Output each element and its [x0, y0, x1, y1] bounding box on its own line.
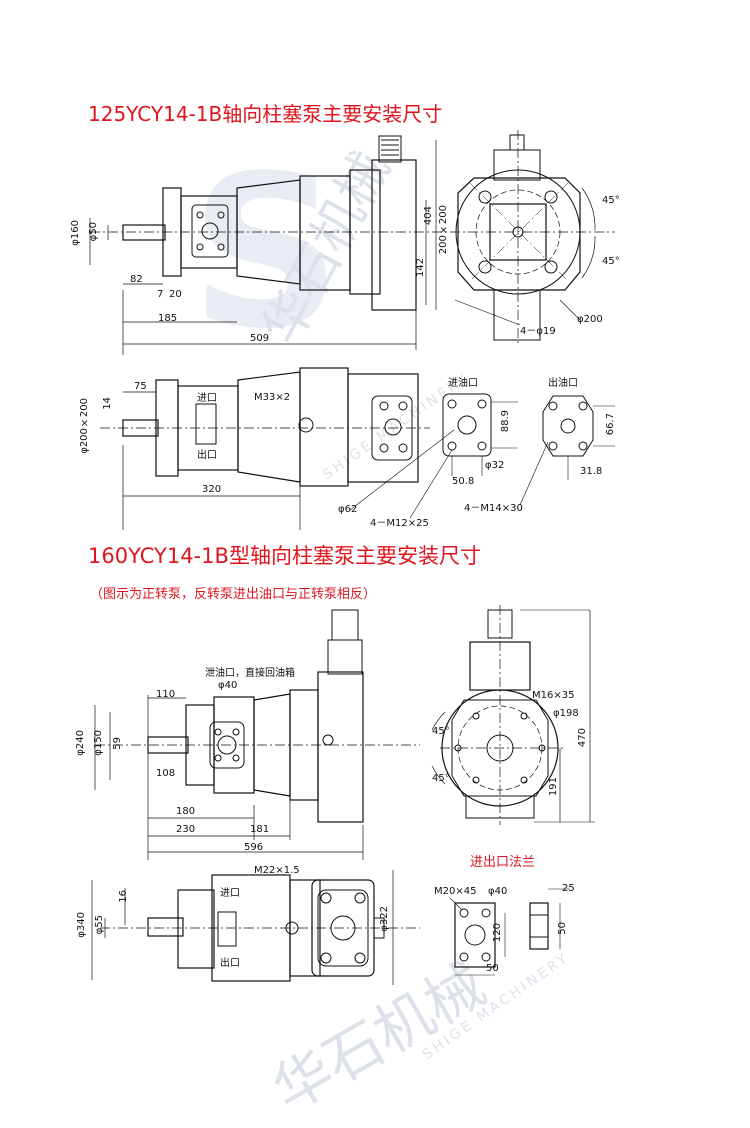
- angle-160-top: 45°: [432, 726, 450, 737]
- dim-125-404: 404: [423, 206, 434, 226]
- dim-160-f40: φ40: [488, 886, 508, 897]
- dim-160-m20: M20×45: [434, 886, 477, 897]
- dim-125-320: 320: [202, 484, 222, 495]
- dim-160-m22: M22×1.5: [254, 865, 300, 876]
- dim-125-66-7: 66.7: [605, 413, 616, 436]
- dim-160-f50h: 50: [486, 963, 499, 974]
- dim-160-d40: φ40: [218, 680, 238, 691]
- dim-125-holes: 4－φ19: [520, 326, 556, 337]
- dim-125-50-8: 50.8: [452, 476, 475, 487]
- dim-125-d62: φ62: [338, 504, 358, 515]
- dim-125-31-8: 31.8: [580, 466, 603, 477]
- dim-125-20: 20: [169, 289, 182, 300]
- label-125-inlet: 进口: [197, 393, 217, 404]
- dim-160-d240: φ240: [75, 730, 86, 756]
- dim-125-88-9: 88.9: [500, 410, 511, 433]
- drawing-160-flange: [449, 888, 570, 976]
- dim-125-m14: 4－M14×30: [464, 503, 523, 514]
- drawing-160-front: [431, 605, 595, 825]
- dim-160-f50v: 50: [557, 922, 568, 935]
- dim-125-d200: φ200: [577, 314, 603, 325]
- label-125-outlet: 出口: [197, 450, 217, 461]
- dim-125-7: 7: [157, 289, 164, 300]
- drawing-125-front: [454, 130, 596, 345]
- dim-160-f25: 25: [562, 883, 575, 894]
- dim-125-d50: φ50: [88, 222, 99, 242]
- dim-125-75: 75: [134, 381, 147, 392]
- drawing-125-top: [100, 367, 430, 530]
- dim-125-509: 509: [250, 333, 270, 344]
- dim-160-181: 181: [250, 824, 270, 835]
- dim-160-f120: 120: [492, 923, 503, 943]
- dim-160-d55: φ55: [94, 915, 105, 935]
- title-160-flange: 进出口法兰: [470, 855, 536, 870]
- angle-125-bottom: 45°: [602, 256, 620, 267]
- dim-160-110: 110: [156, 689, 176, 700]
- label-125-m33: M33×2: [254, 392, 291, 403]
- dim-160-16: 16: [118, 890, 129, 903]
- drawing-160-side: [94, 609, 420, 860]
- dim-125-d200x200b: φ200×200: [79, 398, 90, 454]
- dim-160-d198: φ198: [553, 708, 579, 719]
- dim-125-m12: 4－M12×25: [370, 518, 429, 529]
- dim-125-185: 185: [158, 313, 178, 324]
- dim-160-d340: φ340: [76, 912, 87, 938]
- drawing-160-top: [91, 870, 420, 985]
- dim-125-200x200: 200×200: [438, 205, 449, 255]
- dim-125-d160: φ160: [70, 220, 81, 246]
- dim-160-191: 191: [548, 777, 559, 797]
- dim-160-d150: φ150: [93, 730, 104, 756]
- dim-160-470: 470: [577, 728, 588, 748]
- watermark-logo: S: [190, 130, 342, 375]
- technical-drawing: [89, 130, 615, 985]
- angle-125-top: 45°: [602, 195, 620, 206]
- note-160-rotation: （图示为正转泵，反转泵进出油口与正转泵相反）: [90, 587, 377, 602]
- dim-125-142: 142: [415, 258, 426, 278]
- dim-125-d32: φ32: [485, 460, 505, 471]
- dim-160-230: 230: [176, 824, 196, 835]
- angle-160-bottom: 45°: [432, 773, 450, 784]
- dim-160-m16: M16×35: [532, 690, 575, 701]
- drawing-125-ports: [349, 393, 615, 519]
- label-125-out-port: 出油口: [548, 378, 578, 389]
- dim-160-108: 108: [156, 768, 176, 779]
- label-160-outlet: 出口: [220, 958, 240, 969]
- dim-160-59: 59: [112, 737, 123, 750]
- label-160-drain: 泄油口，直接回油箱: [205, 668, 295, 679]
- dim-160-180: 180: [176, 806, 196, 817]
- label-125-in-port: 进油口: [448, 378, 478, 389]
- label-160-inlet: 进口: [220, 888, 240, 899]
- drawing-125-side: [89, 135, 615, 355]
- dim-125-82: 82: [130, 274, 143, 285]
- title-160-pump: 160YCY14-1B型轴向柱塞泵主要安装尺寸: [88, 544, 481, 568]
- dim-160-596: 596: [244, 842, 264, 853]
- dim-125-14: 14: [102, 397, 113, 410]
- dim-160-d322: φ322: [379, 906, 390, 932]
- title-125-pump: 125YCY14-1B轴向柱塞泵主要安装尺寸: [88, 102, 443, 126]
